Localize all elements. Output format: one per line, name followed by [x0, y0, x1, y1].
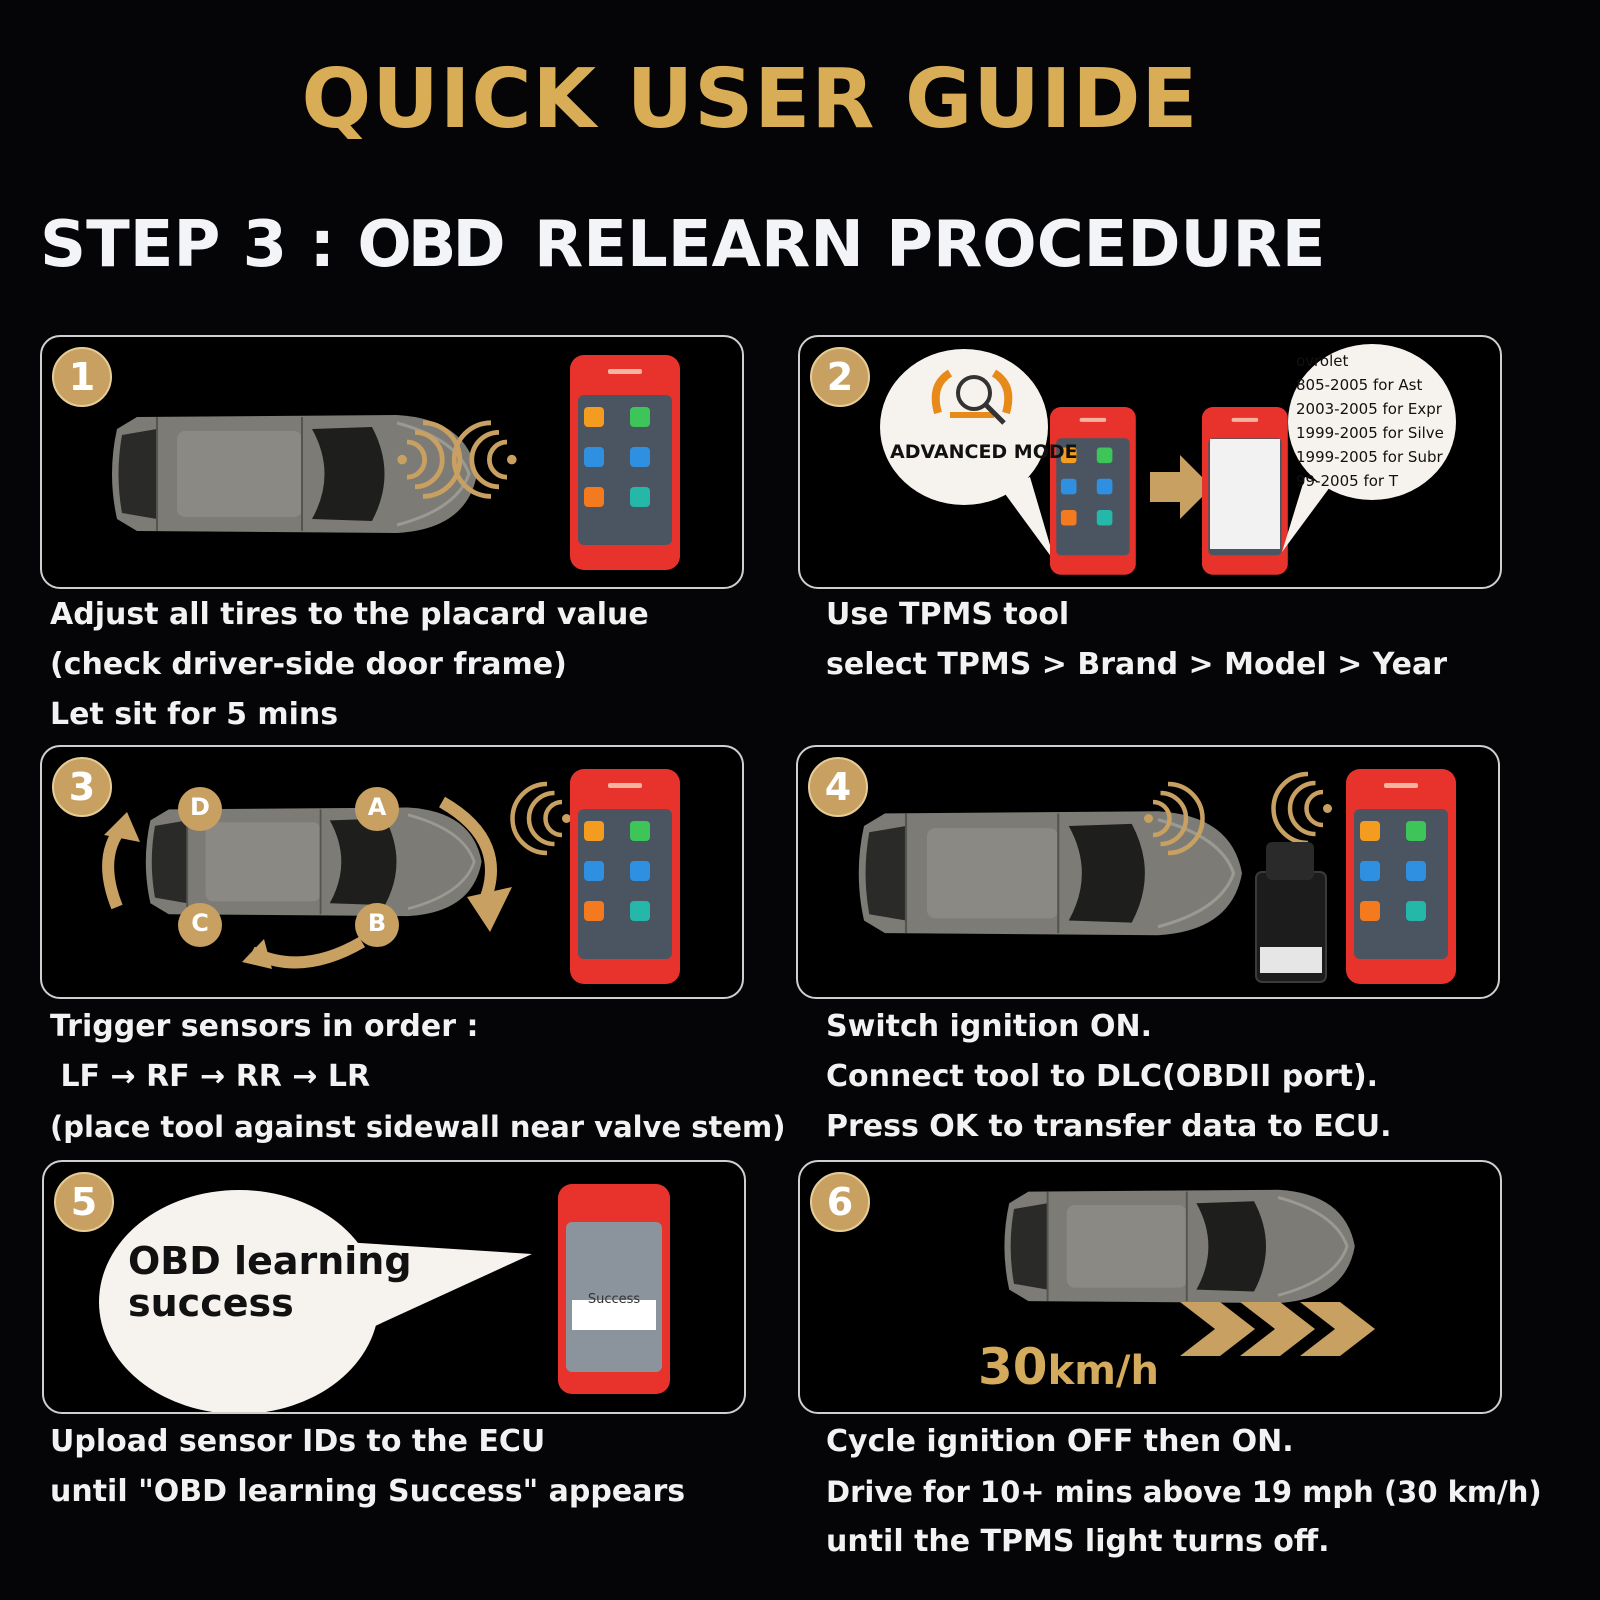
tpms-tool-icon: [1050, 407, 1136, 575]
model-list-item: ovrolet: [1296, 352, 1349, 370]
step-1-panel: 1: [40, 335, 744, 589]
step-4-line-2: Connect tool to DLC(OBDII port).: [826, 1059, 1379, 1094]
signal-waves-icon: [513, 784, 572, 853]
wheel-label-a: A: [367, 793, 387, 821]
step-6-panel: 6: [798, 1160, 1502, 1414]
tpms-tool-icon: [558, 1184, 670, 1394]
step-5-line-1: Upload sensor IDs to the ECU: [50, 1424, 546, 1459]
wheel-label-b: B: [367, 909, 387, 937]
step-1-line-1: Adjust all tires to the placard value: [50, 597, 649, 632]
signal-waves-icon: [1274, 774, 1333, 843]
speed-unit: km/h: [1047, 1348, 1159, 1394]
model-list-item: 2003-2005 for Expr: [1296, 400, 1442, 418]
obd-success-message: OBD learning success: [128, 1240, 412, 1324]
step-3-line-1: Trigger sensors in order :: [50, 1009, 479, 1044]
model-list-item: 1999-2005 for Subr: [1296, 448, 1443, 466]
step-1-line-2: (check driver-side door frame): [50, 647, 567, 682]
car-top-icon: [1002, 1188, 1357, 1305]
advanced-mode-label: ADVANCED MODE: [890, 441, 1078, 463]
model-list: ovrolet 805-2005 for Ast 2003-2005 for E…: [1296, 349, 1456, 493]
speech-bubble-icon: [99, 1190, 532, 1412]
obd-label: OBD: [357, 208, 505, 282]
step-2-caption: Use TPMS tool select TPMS > Brand > Mode…: [826, 590, 1447, 690]
step-4-caption: Switch ignition ON. Connect tool to DLC(…: [826, 1002, 1392, 1152]
model-list-item: 99-2005 for T: [1296, 472, 1398, 490]
step-1-number: 1: [52, 347, 112, 407]
model-list-item: 1999-2005 for Silve: [1296, 424, 1444, 442]
tpms-warning-icon: [931, 369, 1013, 425]
arrow-right-icon: [1150, 455, 1212, 519]
step-5-line-2: until "OBD learning Success" appears: [50, 1474, 686, 1509]
tpms-tool-icon: [570, 355, 680, 570]
step-5-panel: 5 OBD learning success Success: [42, 1160, 746, 1414]
step-2-panel: 2 ADVANCED MODE ovrolet 805-2005 for Ast…: [798, 335, 1502, 589]
step-4-number: 4: [808, 757, 868, 817]
step-1-caption: Adjust all tires to the placard value (c…: [50, 590, 649, 740]
obd-success-line-2: success: [128, 1281, 294, 1325]
tpms-tool-icon: [1346, 769, 1456, 984]
obd-success-line-1: OBD learning: [128, 1239, 412, 1283]
step-5-caption: Upload sensor IDs to the ECU until "OBD …: [50, 1417, 685, 1517]
step-6-line-2: Drive for 10+ mins above 19 mph (30 km/h…: [826, 1475, 1542, 1509]
speed-value: 30: [978, 1338, 1048, 1396]
model-list-item: 805-2005 for Ast: [1296, 376, 1423, 394]
wheel-label-d: D: [190, 793, 210, 821]
step-4-panel: 4: [796, 745, 1500, 999]
step-3-line-2: LF → RF → RR → LR: [50, 1059, 371, 1094]
obd-connector-icon: [1255, 842, 1327, 983]
step-heading: STEP 3 : OBD RELEARN PROCEDURE: [40, 208, 1325, 282]
step-6-line-1: Cycle ignition OFF then ON.: [826, 1424, 1294, 1459]
step-4-line-1: Switch ignition ON.: [826, 1009, 1152, 1044]
step-6-caption: Cycle ignition OFF then ON. Drive for 10…: [826, 1417, 1542, 1567]
success-screen-text: Success: [587, 1292, 641, 1307]
step-3-caption: Trigger sensors in order : LF → RF → RR …: [50, 1002, 786, 1152]
tpms-tool-icon: [570, 769, 680, 984]
step-2-line-1: Use TPMS tool: [826, 597, 1070, 632]
step-5-number: 5: [54, 1172, 114, 1232]
step-2-number: 2: [810, 347, 870, 407]
wheel-label-c: C: [191, 909, 209, 937]
step-3-number: 3: [52, 757, 112, 817]
speed-label: 30km/h: [978, 1338, 1159, 1396]
step-2-line-2: select TPMS > Brand > Model > Year: [826, 647, 1448, 682]
step-3-line-3: (place tool against sidewall near valve …: [50, 1110, 786, 1144]
step-label: STEP 3 :: [40, 208, 336, 282]
step-6-line-3: until the TPMS light turns off.: [826, 1524, 1330, 1559]
procedure-label: RELEARN PROCEDURE: [533, 208, 1326, 282]
chevrons-icon: [1180, 1302, 1375, 1356]
guide-title: QUICK USER GUIDE: [301, 52, 1199, 147]
step-3-panel: 3 A B C D: [40, 745, 744, 999]
step-6-number: 6: [810, 1172, 870, 1232]
step-4-line-3: Press OK to transfer data to ECU.: [826, 1109, 1392, 1144]
step-1-line-3: Let sit for 5 mins: [50, 697, 339, 732]
